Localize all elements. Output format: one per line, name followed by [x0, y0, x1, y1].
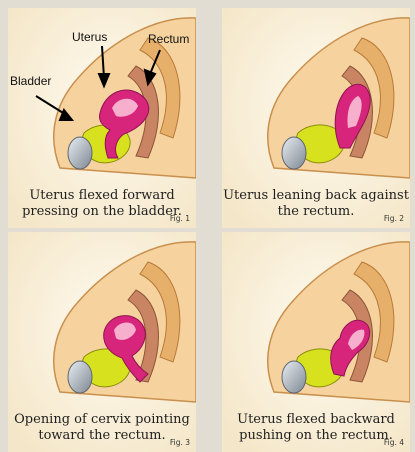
caption-fig-4: Uterus flexed backward pushing on the re…	[222, 412, 410, 452]
panel-fig-3: Opening of cervix pointing toward the re…	[8, 232, 196, 452]
panel-fig-4: Uterus flexed backward pushing on the re…	[222, 232, 410, 452]
rectum-label: Rectum	[148, 32, 190, 46]
caption-line-1: Uterus leaning back against	[223, 188, 409, 203]
caption-fig-2: Uterus leaning back against the rectum.	[222, 188, 410, 228]
anatomy-illustration-fig-3	[8, 232, 196, 452]
caption-line-1: Uterus flexed forward	[29, 188, 175, 203]
caption-fig-1: Uterus flexed forward pressing on the bl…	[8, 188, 196, 228]
caption-fig-3: Opening of cervix pointing toward the re…	[8, 412, 196, 452]
fig-number: Fig. 3	[169, 438, 190, 447]
bladder-label: Bladder	[10, 74, 52, 88]
caption-line-2: the rectum.	[277, 204, 355, 219]
caption-line-1: Opening of cervix pointing	[14, 412, 190, 427]
anatomy-illustration-fig-1	[8, 8, 196, 228]
fig-number: Fig. 1	[169, 214, 190, 223]
caption-line-2: pushing on the rectum.	[239, 428, 393, 443]
fig-number: Fig. 2	[383, 214, 404, 223]
caption-line-1: Uterus flexed backward	[237, 412, 395, 427]
panel-fig-2: Uterus leaning back against the rectum. …	[222, 8, 410, 228]
anatomy-illustration-fig-4	[222, 232, 410, 452]
fig-number: Fig. 4	[383, 438, 404, 447]
caption-line-2: pressing on the bladder.	[22, 204, 182, 219]
uterus-label: Uterus	[72, 30, 108, 44]
anatomy-illustration-fig-2	[222, 8, 410, 228]
panel-fig-1: Uterus Rectum Bladder Uterus flexed forw…	[8, 8, 196, 228]
caption-line-2: toward the rectum.	[38, 428, 166, 443]
